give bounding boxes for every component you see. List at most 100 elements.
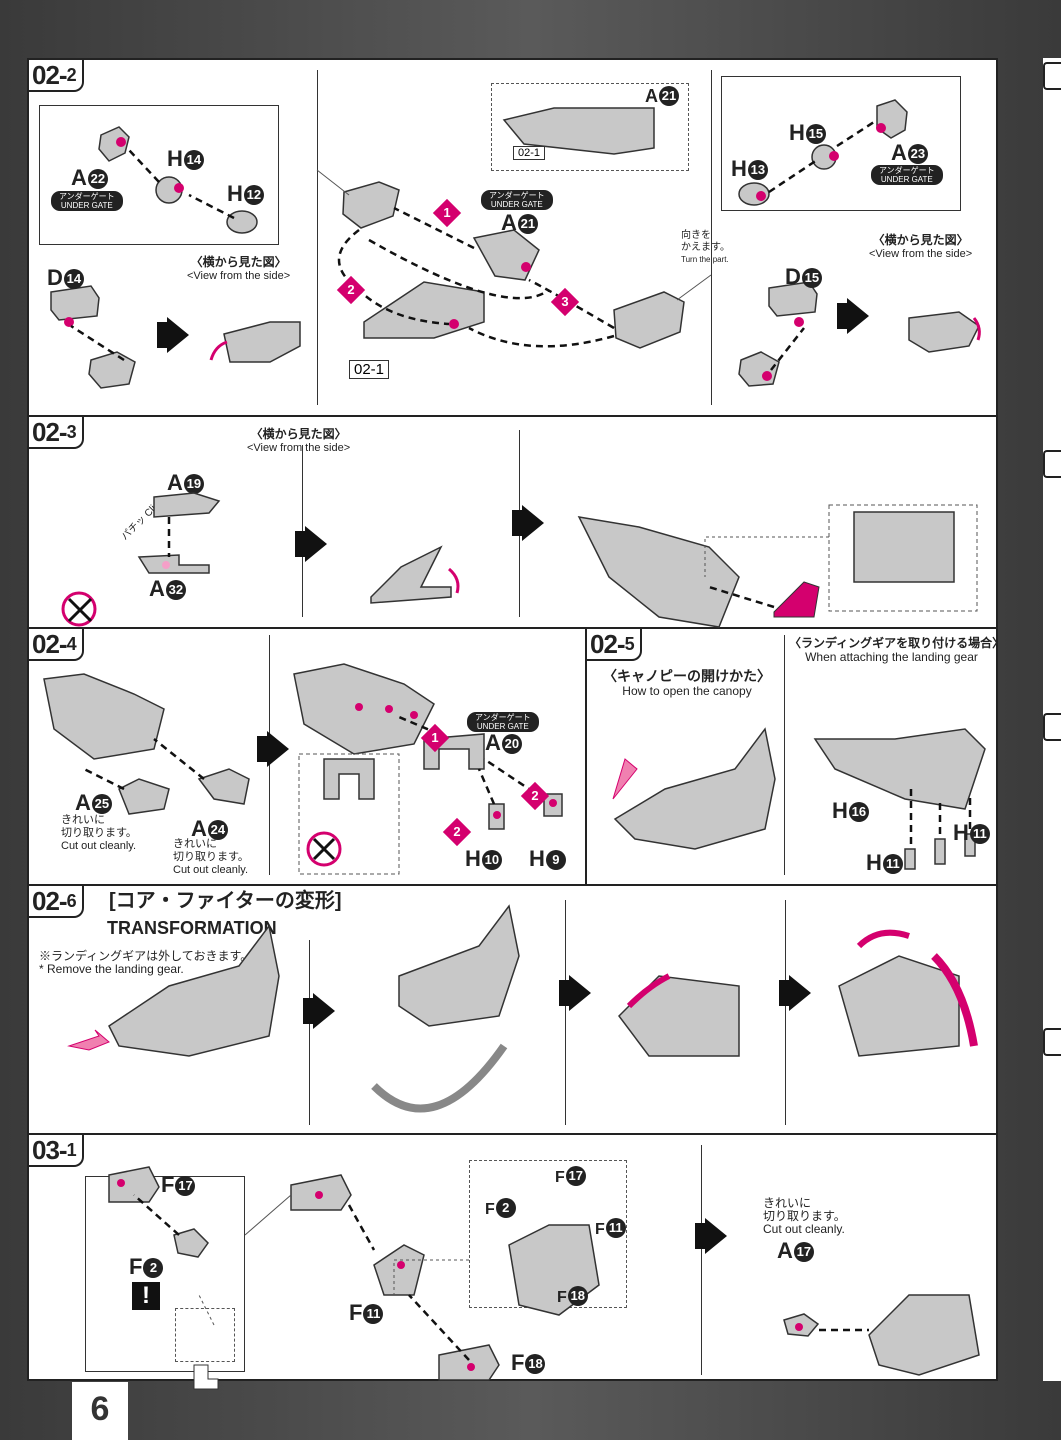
next-arrow [167, 317, 189, 353]
section-separator [711, 70, 712, 405]
step-number-02-6: 02-6 [29, 886, 84, 918]
cut-cleanly-note: きれいに切り取ります。Cut out cleanly. [61, 814, 137, 852]
next-arrow [157, 322, 167, 348]
side-view-caption: 〈横から見た図〉<View from the side> [869, 233, 973, 261]
step-02-3-illustration [61, 492, 978, 628]
page-number: 6 [72, 1382, 128, 1440]
instruction-page: 02-2 [27, 58, 1005, 1390]
section-separator [309, 940, 310, 1125]
transformation-subtitle: TRANSFORMATION [107, 918, 277, 938]
reference-02-1: 02-1 [349, 360, 390, 379]
side-view-caption: 〈横から見た図〉<View from the side> [187, 255, 291, 283]
next-arrow [847, 298, 869, 334]
step-02-2-illustration [50, 99, 981, 389]
remove-gear-note: ※ランディングギアは外しておきます。* Remove the landing g… [39, 949, 253, 976]
next-arrow [313, 993, 335, 1029]
caution-icon: ! [132, 1282, 160, 1310]
next-arrow [522, 505, 544, 541]
step-number-02-2: 02-2 [29, 60, 84, 92]
next-arrow [789, 975, 811, 1011]
next-arrow [303, 998, 313, 1024]
step-number-02-5: 02-5 [587, 629, 642, 661]
next-arrow [705, 1218, 727, 1254]
next-arrow [512, 510, 522, 536]
next-arrow [267, 731, 289, 767]
order-marker-2: 2 [336, 275, 366, 305]
step-number-03-1: 03-1 [29, 1135, 84, 1167]
adjacent-step-tab [1043, 450, 1061, 478]
turn-part-note: 向きをかえます。Turn the part. [681, 230, 730, 264]
next-arrow [257, 736, 267, 762]
adjacent-step-tab [1043, 62, 1061, 90]
row-divider [29, 627, 996, 629]
step-02-6-illustration [67, 904, 978, 1113]
detail-inset [39, 105, 279, 245]
adjacent-page-edge [1043, 58, 1061, 1381]
cut-cleanly-note: きれいに切り取ります。Cut out cleanly. [763, 1196, 846, 1236]
row-divider [29, 415, 996, 417]
section-separator [784, 635, 785, 875]
order-marker-2: 2 [520, 781, 550, 811]
cut-cleanly-note: きれいに切り取ります。Cut out cleanly. [173, 838, 249, 876]
next-arrow [559, 980, 569, 1006]
section-separator [785, 900, 786, 1125]
step-02-5-illustration [612, 727, 986, 870]
step-02-4-illustration [43, 663, 563, 875]
order-marker-1: 1 [420, 723, 450, 753]
next-arrow [779, 980, 789, 1006]
section-separator [701, 1145, 702, 1375]
reference-02-1: 02-1 [513, 146, 546, 160]
section-separator [317, 70, 318, 405]
detail-inset [175, 1308, 235, 1362]
next-arrow [569, 975, 591, 1011]
order-marker-3: 3 [550, 287, 580, 317]
next-arrow [305, 526, 327, 562]
order-marker-2: 2 [442, 817, 472, 847]
adjacent-step-tab [1043, 713, 1061, 741]
order-marker-1: 1 [432, 198, 462, 228]
detail-inset [85, 1176, 245, 1372]
adjacent-step-tab [1043, 1028, 1061, 1056]
next-arrow [295, 531, 305, 557]
transformation-title: [コア・ファイターの変形] [109, 890, 342, 912]
next-arrow [695, 1223, 705, 1249]
canopy-caption: 〈キャノピーの開けかた〉How to open the canopy [603, 668, 771, 698]
detail-inset [721, 76, 961, 211]
step-03-1-illustration [108, 1166, 980, 1390]
landing-gear-caption: 〈ランディングギアを取り付ける場合〉When attaching the lan… [789, 636, 1005, 664]
step-number-02-4: 02-4 [29, 629, 84, 661]
detail-inset [491, 83, 689, 171]
step-number-02-3: 02-3 [29, 417, 84, 449]
column-divider [585, 627, 587, 885]
section-separator [565, 900, 566, 1125]
